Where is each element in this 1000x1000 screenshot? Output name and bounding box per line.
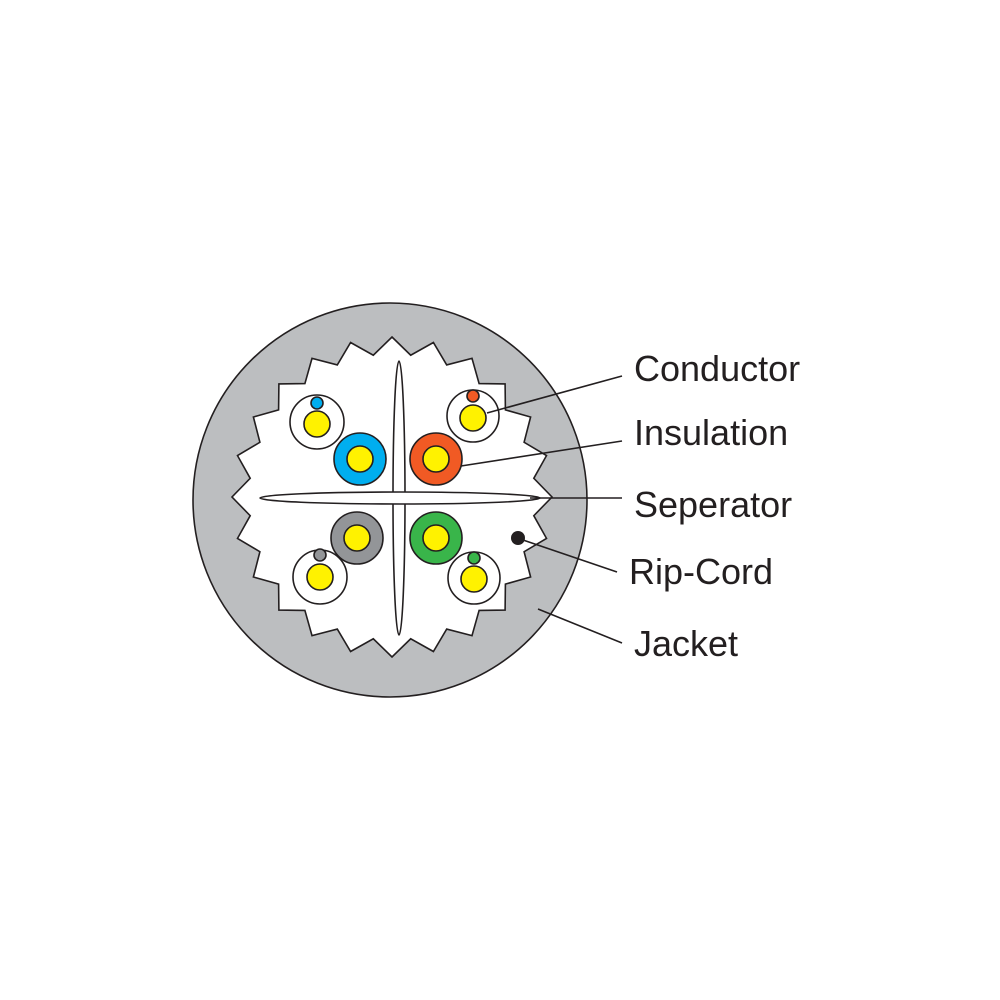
rip-cord-dot xyxy=(511,531,525,545)
leader-insulation xyxy=(460,440,623,467)
wire-white-green-stripe xyxy=(447,551,501,605)
wire-solid-orange xyxy=(409,432,463,486)
label-insulation: Insulation xyxy=(634,412,788,453)
wire-white-blue-stripe xyxy=(289,394,345,450)
wire-white-orange-stripe xyxy=(446,389,500,443)
leader-rip-cord xyxy=(522,539,618,573)
wire-solid-green xyxy=(409,511,463,565)
label-conductor: Conductor xyxy=(634,348,800,389)
label-separator: Seperator xyxy=(634,484,792,525)
leader-jacket xyxy=(537,608,623,644)
wire-solid-blue xyxy=(333,432,387,486)
label-rip-cord: Rip-Cord xyxy=(629,551,773,592)
leader-conductor xyxy=(486,375,623,414)
wire-white-gray-stripe xyxy=(292,548,348,605)
separator-horizontal xyxy=(259,491,541,505)
label-jacket: Jacket xyxy=(634,623,738,664)
wire-solid-gray xyxy=(330,511,384,565)
